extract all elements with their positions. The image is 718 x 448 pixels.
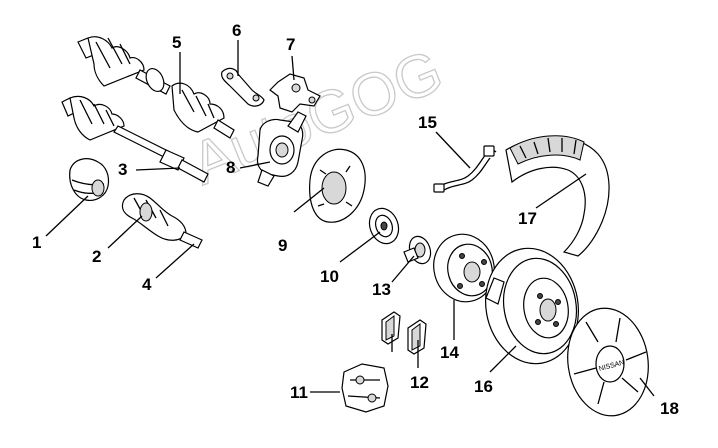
callout-3: 3: [118, 160, 127, 179]
part-drive-shaft-upper: [77, 36, 235, 139]
part-brake-caliper: [341, 363, 389, 413]
callout-1: 1: [32, 233, 41, 252]
part-hub-nut: [403, 235, 432, 265]
callout-7: 7: [286, 35, 295, 54]
callout-15: 15: [418, 113, 437, 132]
callout-11: 11: [290, 383, 308, 402]
part-boot: [69, 158, 110, 201]
part-tire: [505, 135, 610, 257]
callout-14: 14: [440, 343, 459, 362]
leader-lines: [45, 40, 655, 397]
part-cv-joint: [121, 193, 203, 249]
callout-9: 9: [278, 236, 287, 255]
part-wheel-cover: NISSAN: [567, 307, 649, 417]
part-brake-hose: [433, 145, 497, 193]
part-brake-pads: [381, 311, 427, 355]
part-drive-shaft-lower: [61, 95, 209, 183]
callout-4: 4: [142, 275, 152, 294]
callout-18: 18: [660, 399, 679, 418]
part-wheel-rim: [484, 247, 580, 365]
part-upper-mount: [269, 73, 321, 113]
part-splash-shield: [309, 148, 366, 223]
callout-6: 6: [232, 21, 241, 40]
callout-labels: 1 2 3 4 5 6 7 8 9 10 13 14 15 16 17 18 1…: [32, 21, 679, 418]
callout-12: 12: [410, 373, 429, 392]
callout-10: 10: [320, 267, 339, 286]
callout-2: 2: [92, 247, 101, 266]
part-steering-knuckle: [256, 111, 307, 187]
part-bracket: [221, 67, 265, 107]
callout-13: 13: [372, 280, 391, 299]
callout-16: 16: [474, 377, 493, 396]
part-bearing: [368, 207, 400, 245]
callout-8: 8: [226, 158, 235, 177]
callout-5: 5: [172, 33, 181, 52]
part-hub-rotor: [433, 233, 495, 303]
callout-17: 17: [518, 209, 537, 228]
